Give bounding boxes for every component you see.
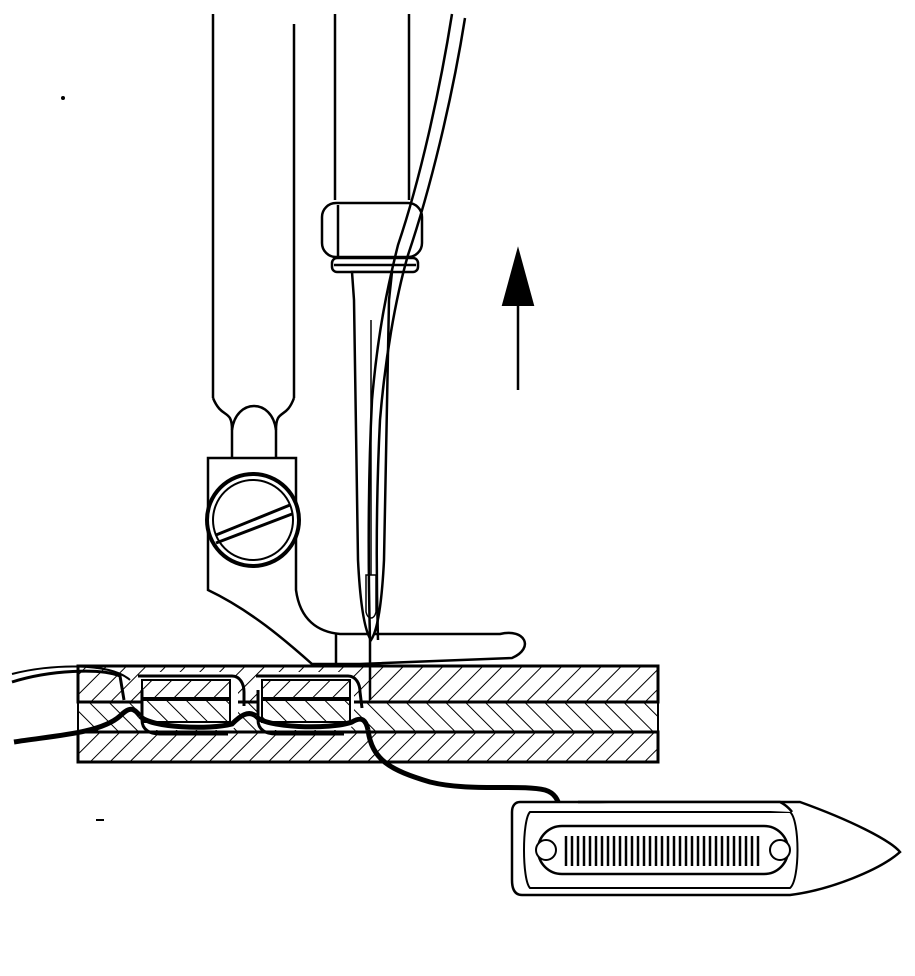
fabric-layers (76, 664, 660, 764)
needle (350, 270, 394, 643)
direction-arrow (501, 246, 535, 390)
bobbin-windings (564, 836, 760, 866)
set-screw (205, 472, 301, 568)
scan-speck (61, 96, 65, 100)
upper-thread-tail (11, 665, 131, 681)
needle-bar (333, 14, 411, 200)
needle-clamp (320, 201, 424, 274)
presser-bar (211, 14, 296, 458)
bobbin (535, 824, 791, 876)
bobbin-thread (13, 706, 563, 809)
upper-thread (367, 13, 467, 700)
